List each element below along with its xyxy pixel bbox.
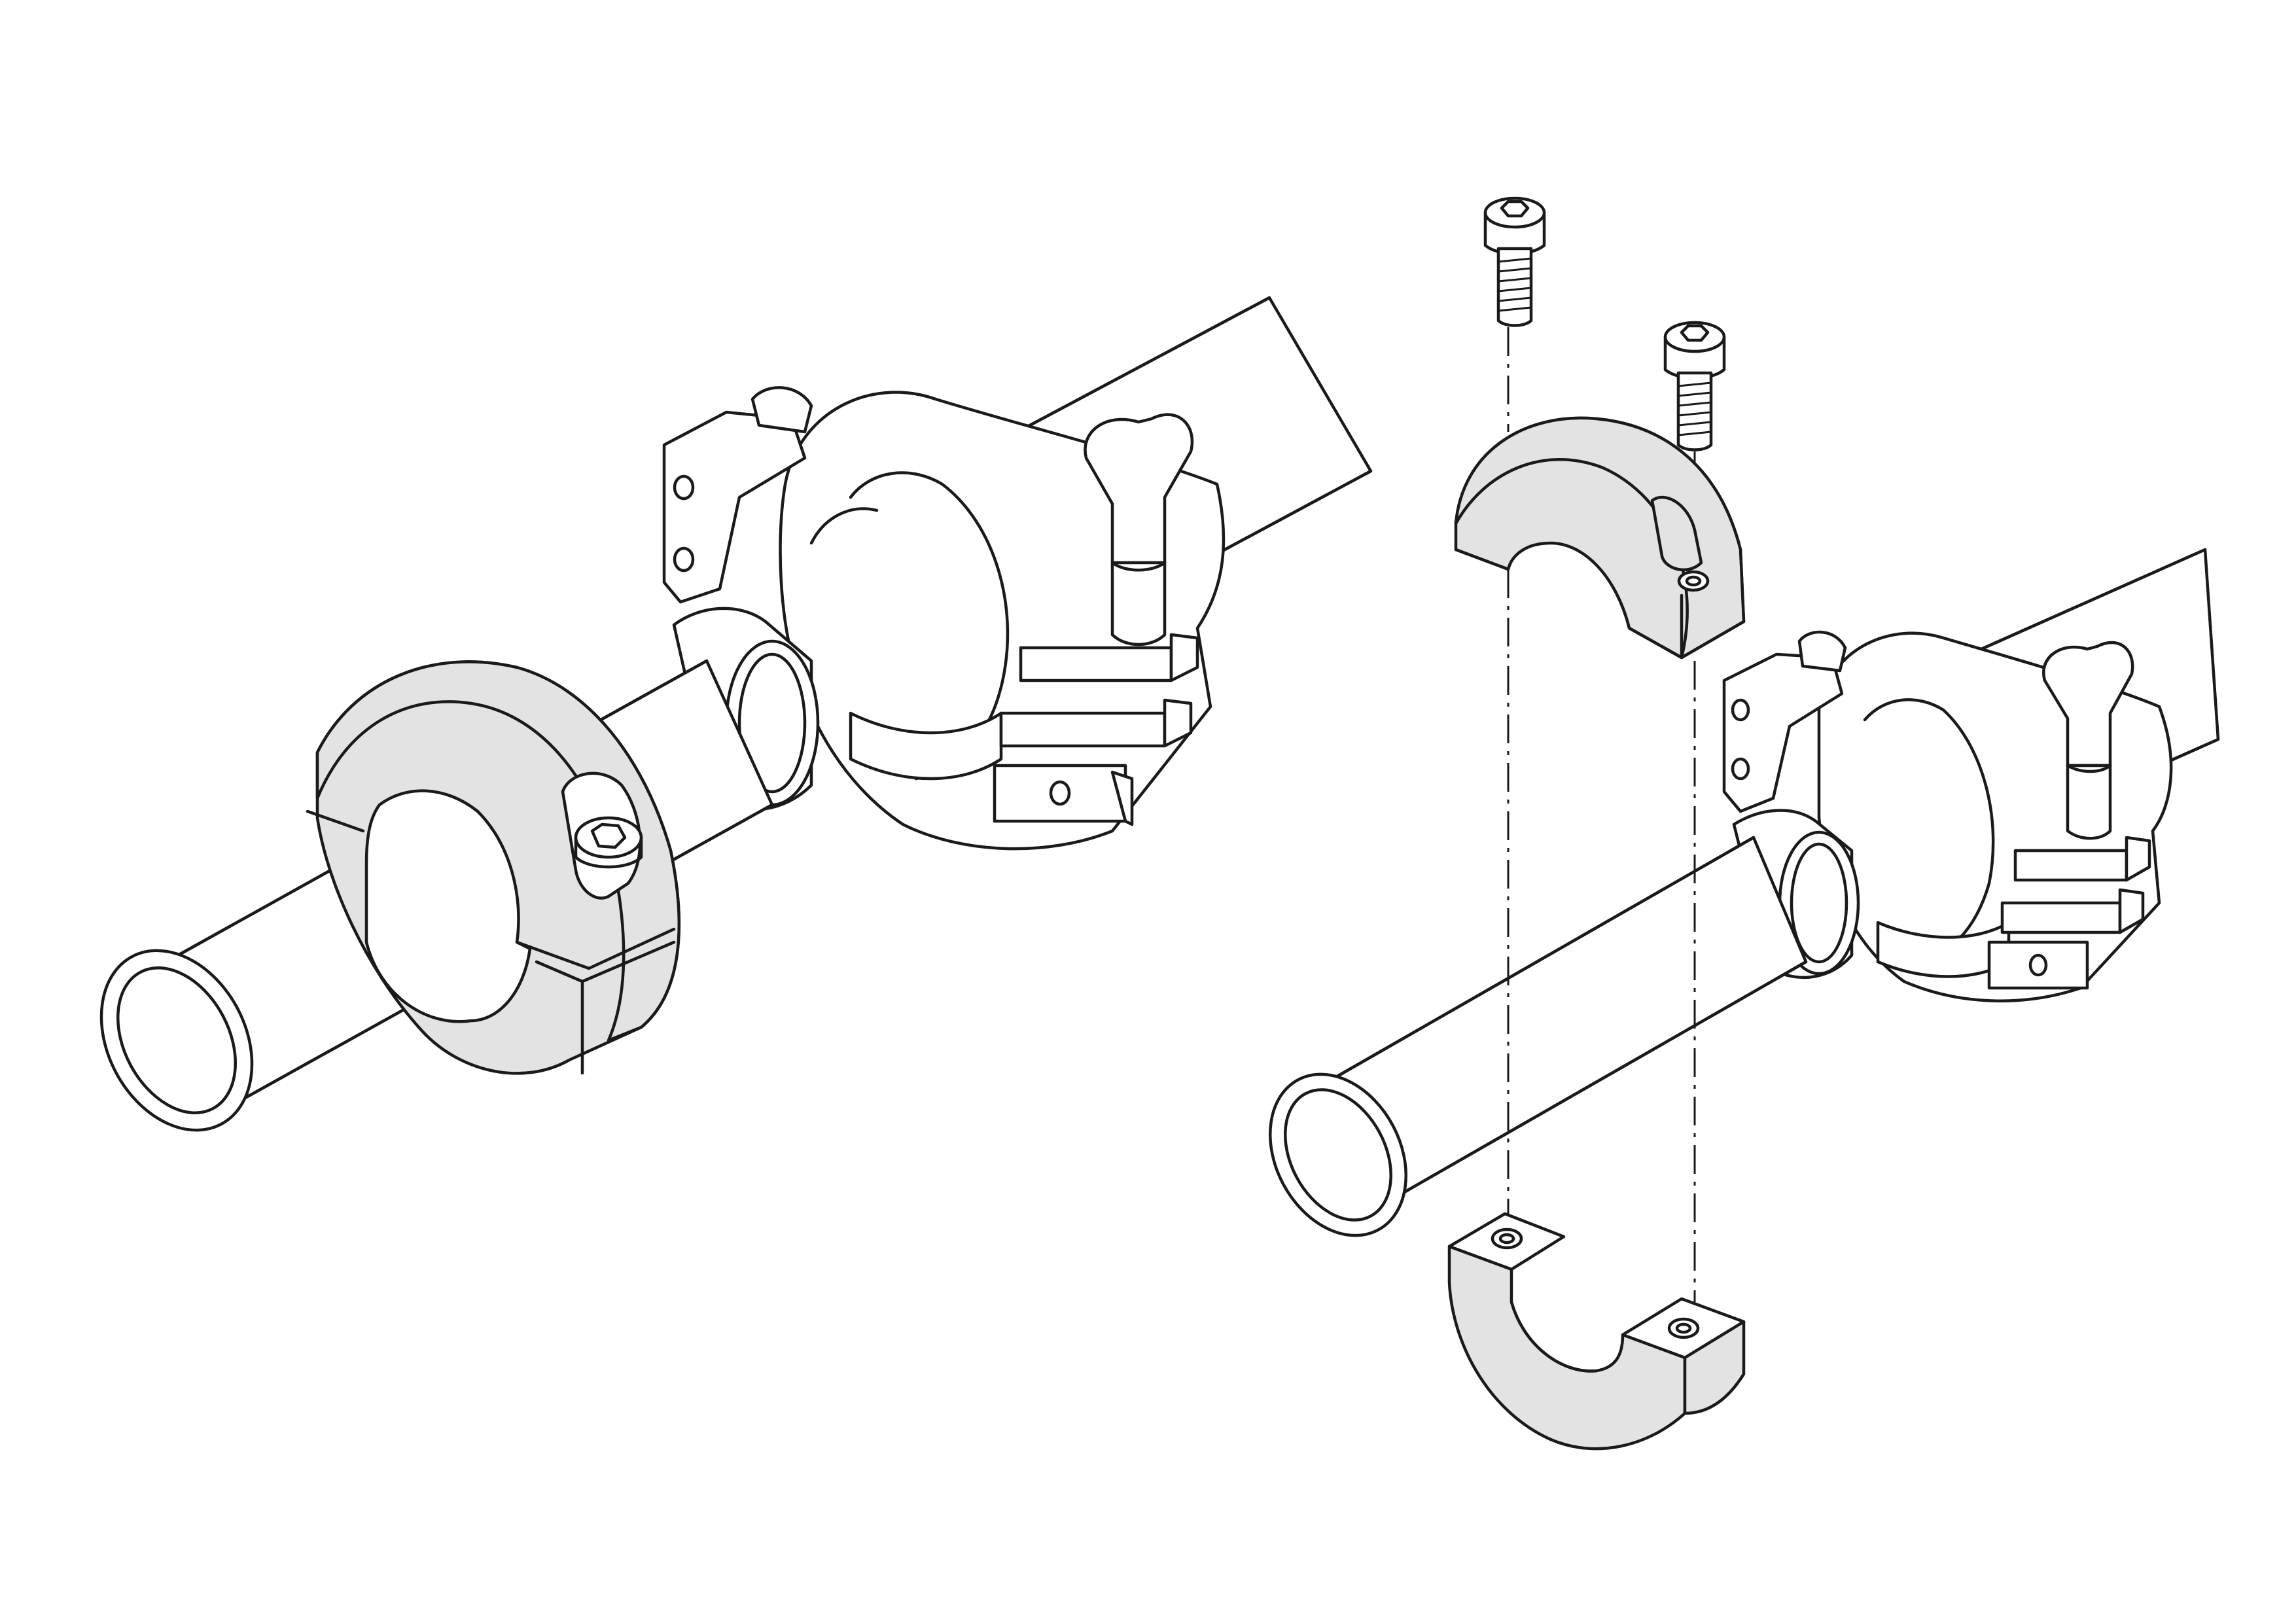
clamp-latch [993,633,1199,826]
cap-screw [1663,321,1726,451]
clamp-latch [1987,836,2151,990]
wing-nut [2042,641,2134,840]
assembled-view [99,296,1373,1132]
wing-nut [1084,413,1194,646]
clamp-hinge-ear [1722,630,1847,813]
pipe-end [1269,1072,1407,1237]
shaft-collar [306,660,681,1075]
clamp-hinge-ear [662,386,813,604]
upper-collar-half [1454,416,1746,660]
pipe-end [99,949,254,1132]
main-pipe [1307,836,1808,1219]
exploded-view [1269,196,2220,1451]
flange-collar [1732,809,1860,980]
lower-collar-half [1447,1212,1746,1451]
cap-screw [1483,196,1546,327]
collar-screw [561,771,643,900]
